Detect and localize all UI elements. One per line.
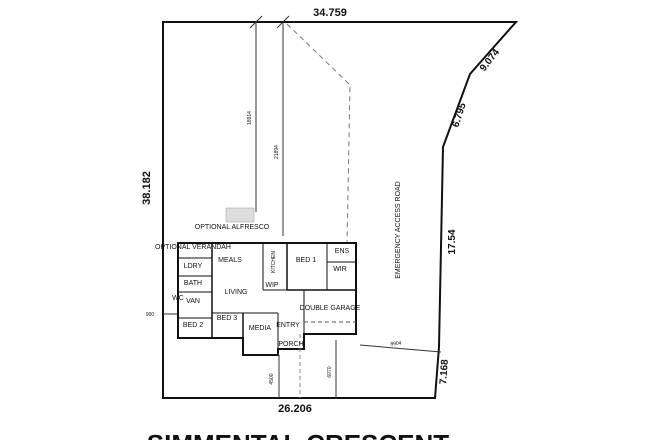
front-setback-a-label: 4500 [269,373,275,384]
front-setback-b-label: 6070 [327,366,333,377]
room-double-garage: DOUBLE GARAGE [300,305,361,312]
room-bed1: BED 1 [296,257,316,264]
room-porch: PORCH [278,341,303,348]
room-wip: WIP [265,282,279,289]
dim-top: 34.759 [313,7,347,19]
room-media: MEDIA [249,325,272,332]
setback-b-label: 21894 [274,145,280,159]
setback-a-label: 18914 [247,111,253,125]
dim-right-2: 6.795 [451,101,469,129]
room-alfresco: OPTIONAL ALFRESCO [195,224,270,231]
dim-right-3: 17.54 [447,229,458,254]
room-entry: ENTRY [276,322,300,329]
house-footprint [177,242,357,356]
street-name: SIMMENTAL CRESCENT [147,429,449,440]
garage-setback-label: 8904 [390,341,402,348]
tick [249,15,263,29]
tick [276,15,290,29]
garage-setback-line [359,344,442,353]
room-ens: ENS [335,248,350,255]
dim-left: 38.182 [141,171,153,205]
alfresco-area [225,207,255,223]
room-wir: WIR [333,266,347,273]
room-kitchen: KITCHEN [271,251,277,273]
room-living: LIVING [225,289,248,296]
room-meals: MEALS [218,257,242,264]
room-bath: BATH [184,280,202,287]
room-bed3: BED 3 [217,315,237,322]
lot-boundary [162,21,519,399]
dim-bottom: 26.206 [278,403,312,415]
road-label: EMERGENCY ACCESS ROAD [395,181,402,279]
room-van: VAN [186,298,200,305]
room-lory: LDRY [184,263,203,270]
room-verandah: OPTIONAL VERANDAH [155,244,231,251]
dim-right-4: 7.168 [438,359,451,385]
room-bed2: BED 2 [183,322,203,329]
side-setback-label: 900 [146,312,155,318]
room-wc: WC [172,295,184,302]
